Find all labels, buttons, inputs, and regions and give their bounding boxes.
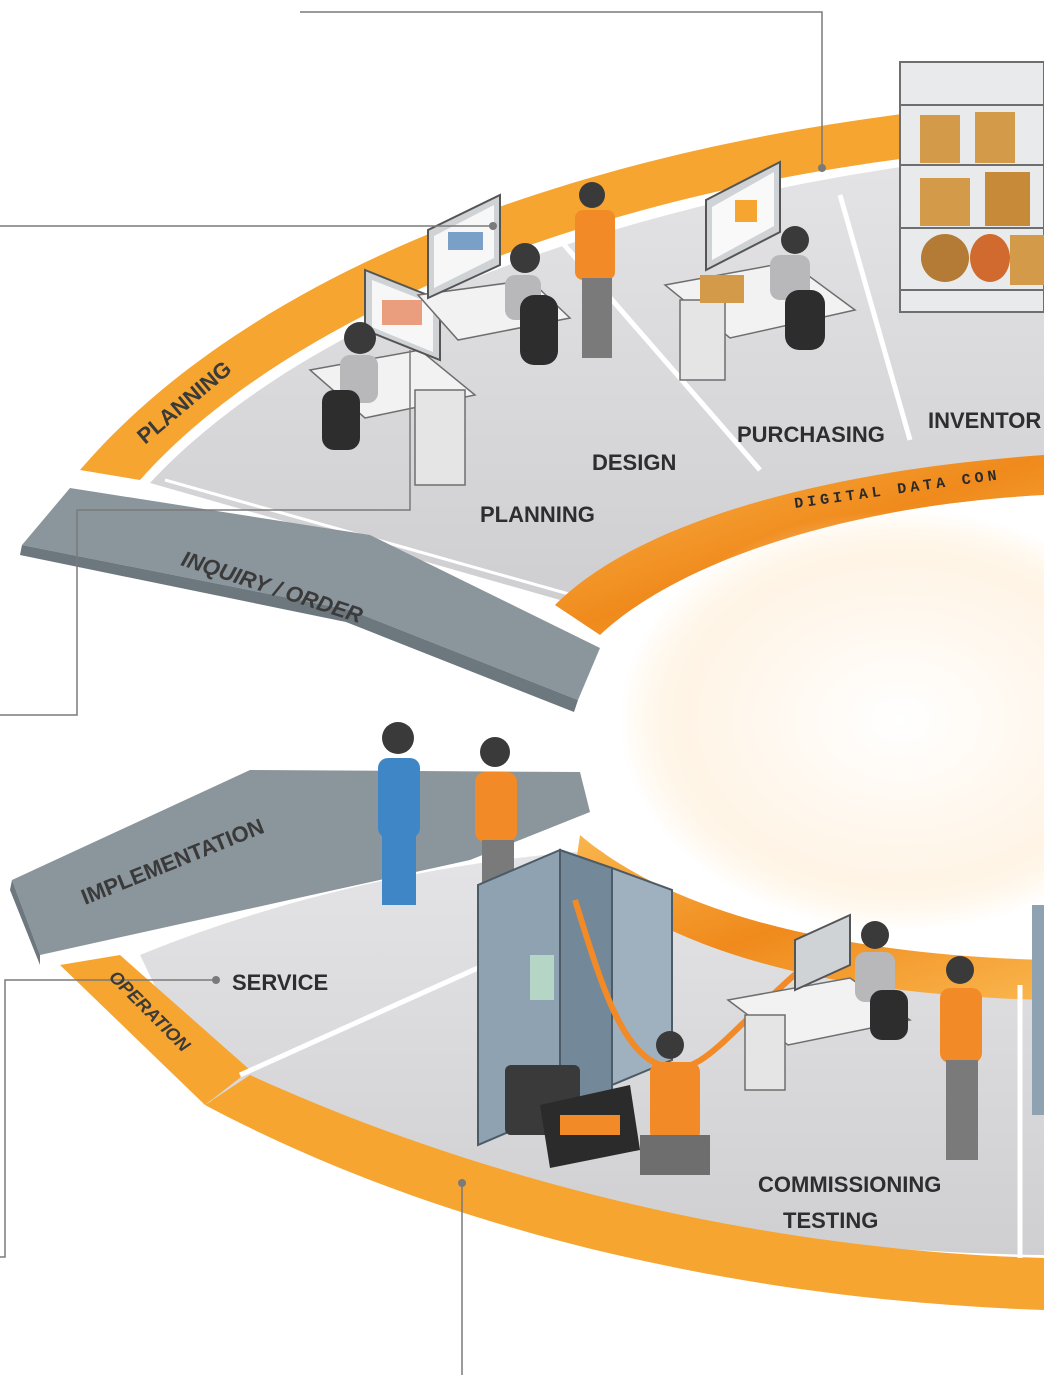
commissioning-label: COMMISSIONING — [758, 1172, 941, 1197]
digital-data-ring — [555, 455, 1044, 635]
person-icon — [940, 956, 982, 1160]
purchasing-desk — [663, 160, 857, 381]
person-icon — [640, 1031, 710, 1175]
callout-dots — [212, 164, 826, 1187]
operation-orange-band — [60, 955, 250, 1105]
testing-label: TESTING — [783, 1208, 878, 1233]
lower-digital-ring — [575, 835, 1044, 1000]
lower-orange-band — [205, 1075, 1044, 1310]
inventory-shelf-icon — [899, 61, 1044, 313]
implementation-figures — [378, 722, 517, 905]
band-edge — [10, 880, 40, 965]
purchasing-label: PURCHASING — [737, 422, 885, 447]
package-icon — [700, 275, 744, 303]
person-icon — [770, 226, 825, 350]
laptop-icon — [794, 913, 851, 992]
design-desk — [416, 182, 615, 365]
person-icon — [378, 722, 420, 905]
upper-ring — [20, 100, 1044, 712]
implementation-band — [12, 770, 590, 955]
service-label: SERVICE — [232, 970, 328, 995]
person-icon — [505, 243, 558, 365]
person-icon — [855, 921, 908, 1040]
toolcase-icon — [505, 1065, 640, 1168]
callout-lines — [0, 11, 823, 1375]
monitor-icon — [364, 268, 441, 362]
design-label: DESIGN — [592, 450, 676, 475]
divider — [837, 194, 913, 441]
person-icon — [322, 322, 378, 450]
cabinet-edge — [1032, 905, 1044, 1115]
band-edge — [20, 545, 578, 712]
testing-desk — [726, 913, 912, 1091]
planning-label: PLANNING — [480, 502, 595, 527]
planning-desk — [308, 268, 477, 486]
center-glow — [620, 510, 1044, 930]
person-icon — [575, 182, 615, 358]
monitor-icon — [705, 160, 781, 272]
inventory-label: INVENTOR — [928, 408, 1041, 433]
inquiry-order-band — [22, 488, 600, 700]
